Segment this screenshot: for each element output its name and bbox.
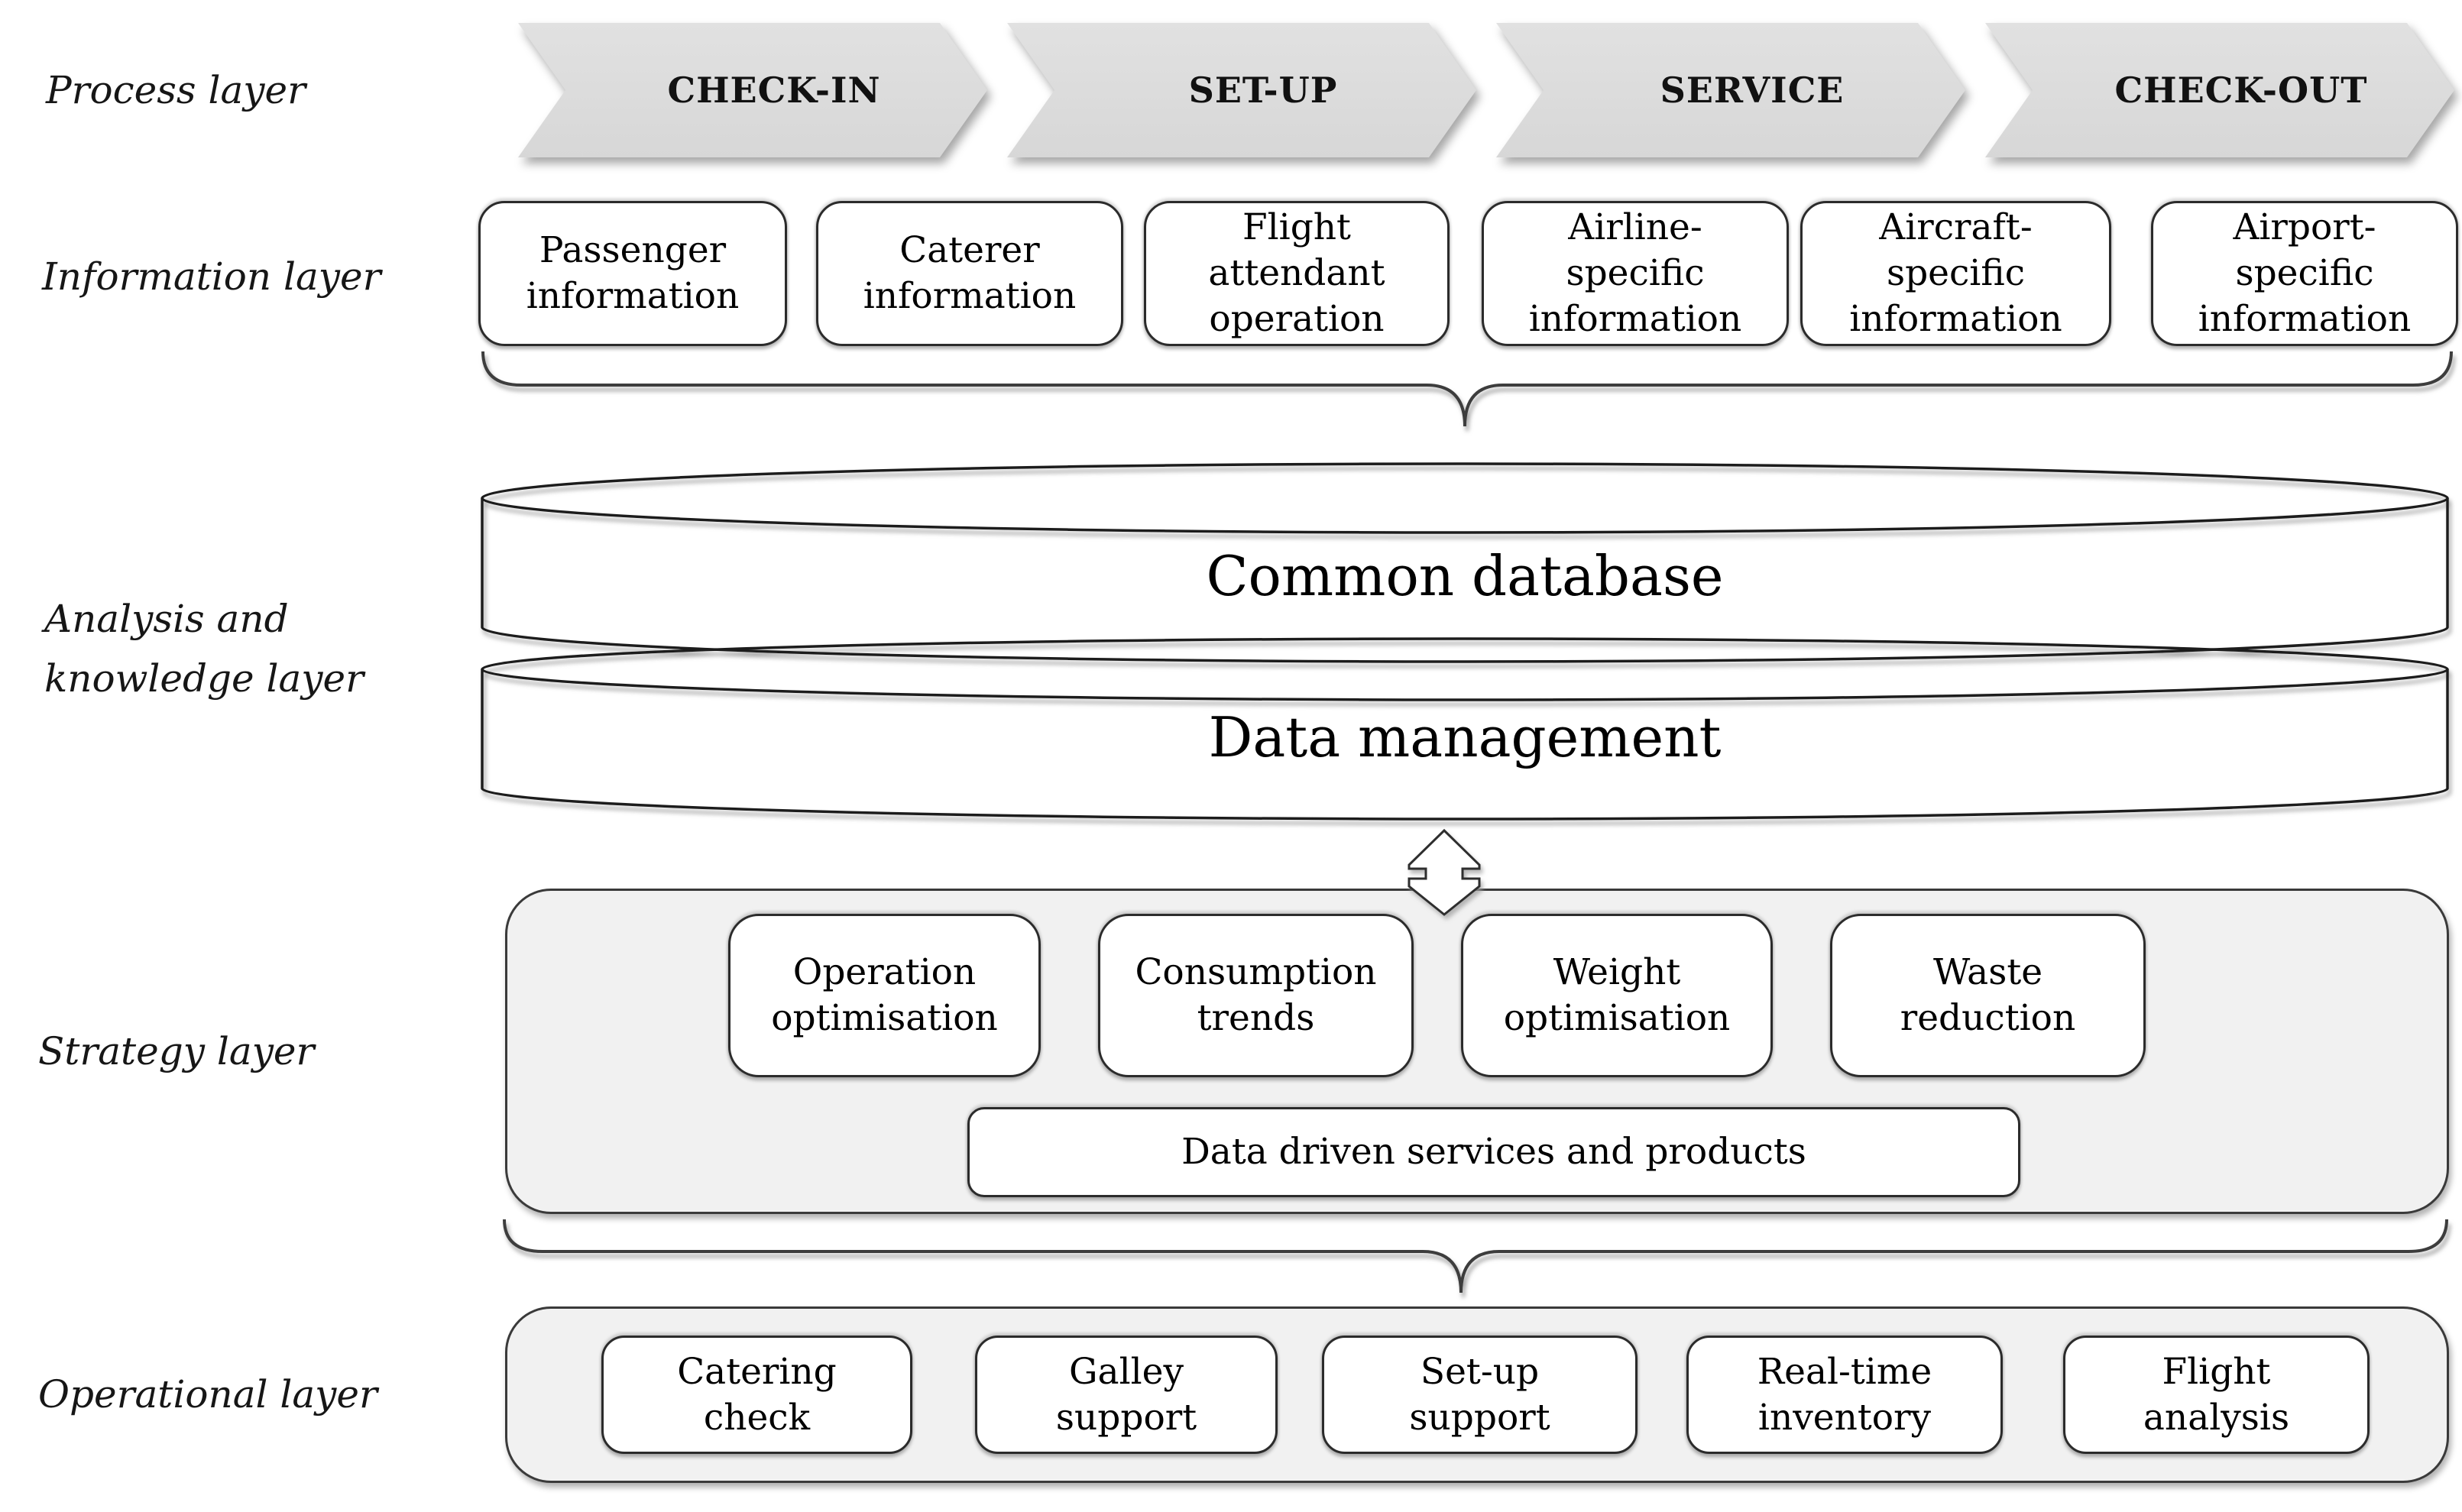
common-database-cylinder-top xyxy=(481,462,2449,534)
information-underbrace xyxy=(481,351,2453,427)
process-step-check-out: CHECK-OUT xyxy=(1985,23,2454,157)
strategy-underbrace xyxy=(503,1219,2448,1293)
data-management-cylinder-top xyxy=(481,637,2449,701)
chevron-arrow-icon: CHECK-OUT xyxy=(1985,23,2454,157)
process-step-check-in: CHECK-IN xyxy=(518,23,987,157)
information-layer-label: Information layer xyxy=(42,254,381,299)
strategy-layer-label: Strategy layer xyxy=(38,1029,315,1073)
operational-box-setup-support: Set-up support xyxy=(1322,1336,1638,1454)
common-database-cylinder xyxy=(481,498,2449,663)
process-step-service: SERVICE xyxy=(1496,23,1965,157)
info-box-flight-attendant: Flight attendant operation xyxy=(1144,201,1450,346)
data-management-label: Data management xyxy=(1209,705,1722,769)
chevron-arrow-icon: CHECK-IN xyxy=(518,23,987,157)
operational-box-catering-check: Catering check xyxy=(601,1336,912,1454)
info-box-aircraft-specific: Aircraft- specific information xyxy=(1800,201,2111,346)
process-step-set-up: SET-UP xyxy=(1007,23,1476,157)
chevron-arrow-icon: SET-UP xyxy=(1007,23,1476,157)
common-database-label: Common database xyxy=(1206,544,1723,608)
info-box-airport-specific: Airport- specific information xyxy=(2151,201,2458,346)
operational-box-realtime-inventory: Real-time inventory xyxy=(1686,1336,2003,1454)
strategy-box-operation-optimisation: Operation optimisation xyxy=(728,914,1041,1077)
strategy-box-waste-reduction: Waste reduction xyxy=(1830,914,2146,1077)
info-box-caterer: Caterer information xyxy=(816,201,1123,346)
data-management-cylinder xyxy=(481,669,2449,821)
strategy-box-weight-optimisation: Weight optimisation xyxy=(1461,914,1773,1077)
strategy-box-consumption-trends: Consumption trends xyxy=(1098,914,1414,1077)
cylinder-fills xyxy=(482,464,2447,819)
chevron-arrow-icon: SERVICE xyxy=(1496,23,1965,157)
data-driven-services-bar: Data driven services and products xyxy=(967,1107,2020,1197)
analysis-layer-label: Analysis and knowledge layer xyxy=(44,597,364,701)
operational-box-galley-support: Galley support xyxy=(975,1336,1278,1454)
info-box-passenger: Passenger information xyxy=(478,201,787,346)
operational-layer-label: Operational layer xyxy=(38,1372,377,1416)
info-box-airline-specific: Airline- specific information xyxy=(1482,201,1789,346)
operational-box-flight-analysis: Flight analysis xyxy=(2063,1336,2370,1454)
process-layer-label: Process layer xyxy=(46,68,306,112)
